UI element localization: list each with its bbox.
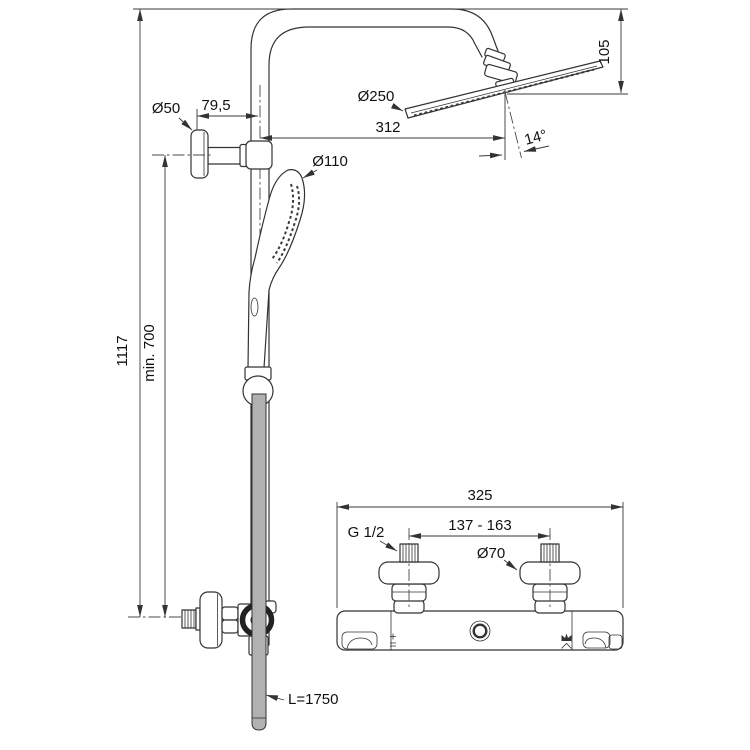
dimensions-column <box>133 8 628 702</box>
head-nozzles <box>413 68 595 117</box>
leader-head-shower-diameter <box>390 103 404 112</box>
leader-bracket-diameter <box>178 117 193 131</box>
flow-marks <box>390 633 396 647</box>
dim-label-head-drop: 105 <box>596 39 613 64</box>
diverter-button <box>469 620 491 642</box>
bracket-flange <box>190 129 209 179</box>
leader-hand-shower-diameter <box>302 169 318 179</box>
shower-hose <box>251 393 267 731</box>
dim-label-inlet-spacing: 137 - 163 <box>448 517 511 534</box>
dim-label-mixer-width: 325 <box>467 487 492 504</box>
mixer-body <box>336 610 624 651</box>
dim-label-bracket-diameter: Ø50 <box>152 100 180 117</box>
supply-flange <box>199 591 223 649</box>
hand-shower <box>247 169 306 369</box>
leader-escutcheon-diameter <box>503 559 518 571</box>
crown-icon <box>561 633 572 641</box>
hand-shower-wand <box>247 169 306 369</box>
mixer-valve <box>336 528 624 651</box>
leader-hose-length <box>265 694 285 702</box>
dim-label-hose-length: L=1750 <box>288 691 338 708</box>
dim-label-min-height: min. 700 <box>141 324 158 382</box>
hose <box>251 393 267 731</box>
dim-label-head-projection: 312 <box>375 119 400 136</box>
head-angle-line <box>504 91 522 159</box>
dim-label-head-angle: 14° <box>523 127 549 149</box>
dim-label-thread-size: G 1/2 <box>348 524 385 541</box>
dimensions-mixer <box>336 502 624 608</box>
dim-label-escutcheon-diameter: Ø70 <box>477 545 505 562</box>
dim-label-head-shower-diameter: Ø250 <box>358 88 395 105</box>
leader-thread-size <box>379 540 398 552</box>
overhead-shower <box>404 47 604 119</box>
dim-label-overall-height: 1117 <box>114 335 131 366</box>
bracket-collar <box>245 140 273 170</box>
temperature-marks <box>561 633 572 649</box>
dim-label-bracket-offset: 79,5 <box>201 97 230 114</box>
wall-bracket <box>152 129 273 179</box>
dim-label-hand-shower-diameter: Ø110 <box>312 153 348 170</box>
